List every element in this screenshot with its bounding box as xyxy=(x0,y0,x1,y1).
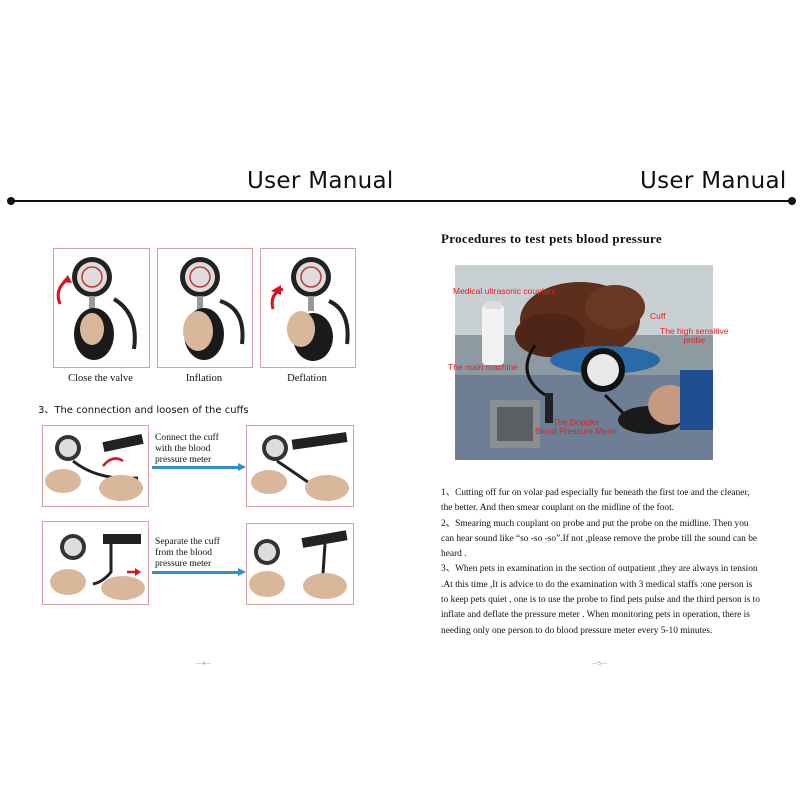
right-page-number: —5— xyxy=(592,661,607,667)
photo-inflation xyxy=(157,248,253,368)
label-probe-line-1: The high sensitive xyxy=(660,326,729,336)
arrow-right-icon xyxy=(152,568,246,576)
connect-note: Connect the cuff with the blood pressure… xyxy=(155,432,219,465)
photo-connect-after xyxy=(246,425,354,507)
label-cuff: Cuff xyxy=(650,311,666,321)
connect-note-line-2: with the blood xyxy=(155,443,211,454)
procedure-text: 1、Cutting off fur on volar pad especiall… xyxy=(441,486,761,639)
photo-separate-before xyxy=(42,521,149,605)
left-header-title: User Manual xyxy=(247,168,394,194)
right-header-title: User Manual xyxy=(640,168,787,194)
separate-note: Separate the cuff from the blood pressur… xyxy=(155,536,220,569)
procedures-title: Procedures to test pets blood pressure xyxy=(441,231,662,246)
label-probe-line-2: probe xyxy=(683,335,706,345)
procedure-step-1: 1、Cutting off fur on volar pad especiall… xyxy=(441,488,750,514)
label-probe: The high sensitive probe xyxy=(660,327,729,345)
caption-deflation: Deflation xyxy=(287,373,327,384)
left-page-number: —4— xyxy=(196,661,211,667)
label-doppler-line-1: The Doppler xyxy=(552,417,600,427)
photo-connect-before xyxy=(42,425,149,507)
label-main-machine: The main machine xyxy=(448,362,518,372)
rule-right-dot xyxy=(788,197,796,205)
photo-deflation xyxy=(260,248,356,368)
header-rule xyxy=(10,200,792,202)
procedure-step-3: 3、When pets in examination in the sectio… xyxy=(441,564,760,636)
arrow-right-icon xyxy=(152,463,246,471)
label-medical-ultrasonic: Medical ultrasonic couplant xyxy=(453,286,556,296)
connect-note-line-1: Connect the cuff xyxy=(155,432,219,443)
caption-close-valve: Close the valve xyxy=(68,373,133,384)
procedure-photo xyxy=(455,265,713,460)
separate-note-line-3: pressure meter xyxy=(155,558,212,569)
photo-separate-after xyxy=(246,523,354,605)
separate-note-line-2: from the blood xyxy=(155,547,213,558)
photo-close-valve xyxy=(53,248,150,368)
section-heading-cuffs: 3、The connection and loosen of the cuffs xyxy=(38,405,249,416)
connect-note-line-3: pressure meter xyxy=(155,454,212,465)
separate-note-line-1: Separate the cuff xyxy=(155,536,220,547)
caption-inflation: Inflation xyxy=(185,373,223,384)
label-doppler: The Doppler Blood Pressure Meter xyxy=(535,418,617,436)
procedure-step-2: 2、Smearing much couplant on probe and pu… xyxy=(441,518,758,560)
label-doppler-line-2: Blood Pressure Meter xyxy=(535,426,618,436)
